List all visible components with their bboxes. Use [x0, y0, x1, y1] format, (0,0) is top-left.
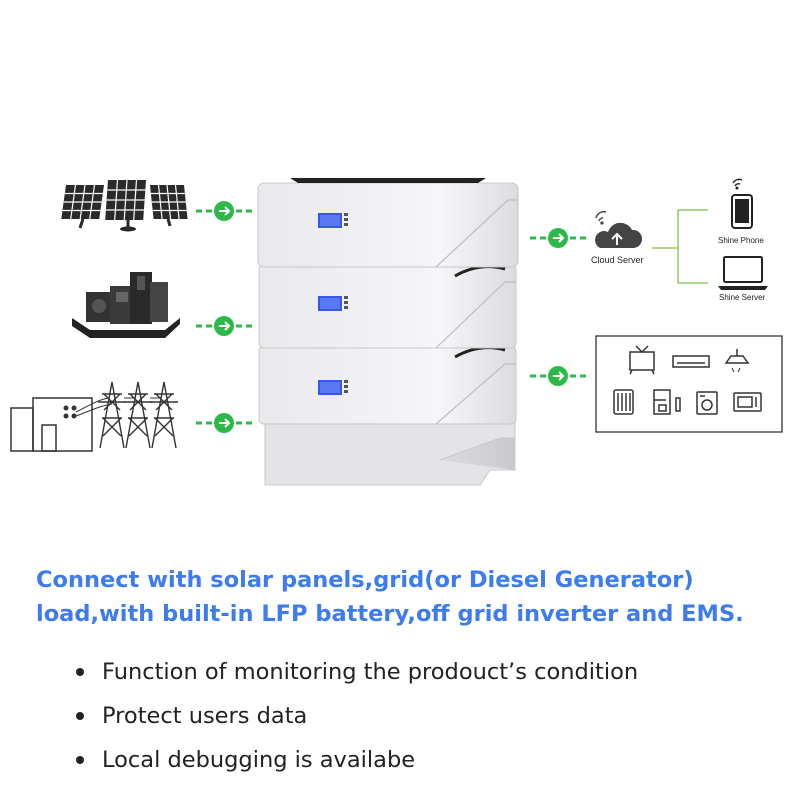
battery-cabinet — [257, 178, 519, 486]
lcd-display — [318, 380, 348, 395]
bullet-icon — [76, 712, 84, 720]
shine-phone-label: Shine Phone — [718, 236, 764, 245]
feature-item: Function of monitoring the prodouct’s co… — [76, 650, 638, 694]
coffee-machine-icon — [653, 389, 681, 415]
bullet-icon — [76, 756, 84, 764]
air-conditioner-icon — [672, 355, 710, 368]
washing-machine-icon — [696, 391, 718, 415]
feature-item: Local debugging is availabe — [76, 738, 638, 782]
range-hood-icon — [724, 349, 750, 373]
input-flow-arrow — [196, 413, 252, 433]
headline-line-1: Connect with solar panels,grid(or Diesel… — [36, 567, 694, 593]
lcd-display — [318, 213, 348, 228]
power-grid-icon — [10, 381, 178, 452]
lcd-display — [318, 296, 348, 311]
bullet-icon — [76, 668, 84, 676]
cloud-server-icon — [595, 210, 643, 248]
system-diagram: Cloud Server Shine Phone Shine Server — [10, 178, 783, 486]
microwave-icon — [733, 392, 762, 412]
shine-server-label: Shine Server — [719, 293, 766, 302]
output-flow-arrow — [530, 366, 586, 386]
heater-icon — [613, 389, 634, 415]
input-flow-arrow — [196, 316, 252, 336]
household-loads-icon — [595, 335, 783, 433]
feature-list: Function of monitoring the prodouct’s co… — [76, 650, 638, 782]
solar-panels-icon — [61, 180, 188, 232]
network-connector — [652, 209, 708, 284]
cloud-server-label: Cloud Server — [591, 255, 644, 265]
input-flow-arrow — [196, 201, 252, 221]
headline: Connect with solar panels,grid(or Diesel… — [36, 563, 796, 631]
feature-item: Protect users data — [76, 694, 638, 738]
headline-line-2: load,with built-in LFP battery,off grid … — [36, 601, 744, 627]
output-flow-arrow — [530, 228, 586, 248]
diesel-generator-icon — [72, 272, 180, 338]
tv-icon — [629, 345, 655, 375]
laptop-icon — [718, 256, 768, 290]
smartphone-icon — [731, 178, 753, 229]
